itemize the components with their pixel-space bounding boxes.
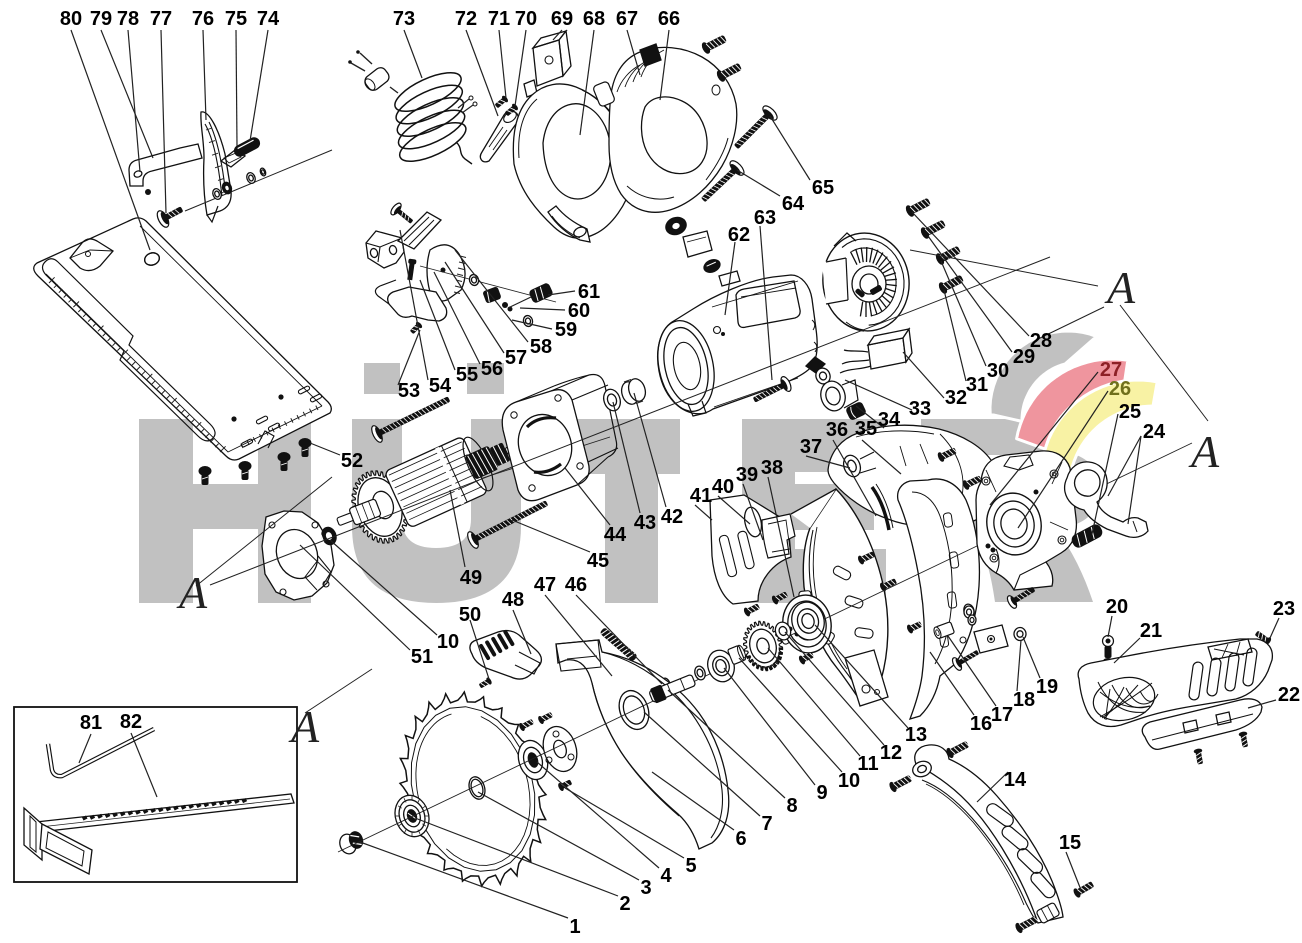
- svg-text:61: 61: [578, 281, 600, 303]
- svg-text:28: 28: [1030, 330, 1052, 352]
- svg-text:40: 40: [712, 476, 734, 498]
- svg-text:33: 33: [909, 398, 931, 420]
- svg-text:54: 54: [429, 375, 452, 397]
- svg-text:A: A: [176, 567, 208, 618]
- svg-text:A: A: [1104, 262, 1136, 313]
- svg-text:81: 81: [80, 712, 102, 734]
- svg-text:79: 79: [90, 8, 112, 30]
- svg-text:51: 51: [411, 646, 433, 668]
- svg-text:6: 6: [735, 828, 746, 850]
- svg-text:69: 69: [551, 8, 573, 30]
- svg-text:12: 12: [880, 742, 902, 764]
- svg-text:24: 24: [1143, 421, 1166, 443]
- svg-text:15: 15: [1059, 832, 1081, 854]
- svg-text:22: 22: [1278, 684, 1300, 706]
- svg-text:78: 78: [117, 8, 139, 30]
- svg-text:82: 82: [120, 711, 142, 733]
- svg-text:68: 68: [583, 8, 605, 30]
- svg-text:16: 16: [970, 713, 992, 735]
- svg-text:72: 72: [455, 8, 477, 30]
- svg-text:42: 42: [661, 506, 683, 528]
- svg-text:18: 18: [1013, 689, 1035, 711]
- svg-text:14: 14: [1004, 769, 1027, 791]
- svg-text:27: 27: [1100, 359, 1122, 381]
- svg-text:57: 57: [505, 347, 527, 369]
- svg-text:19: 19: [1036, 676, 1058, 698]
- svg-text:39: 39: [736, 464, 758, 486]
- svg-text:32: 32: [945, 387, 967, 409]
- svg-text:73: 73: [393, 8, 415, 30]
- svg-text:44: 44: [604, 524, 627, 546]
- svg-text:37: 37: [800, 436, 822, 458]
- svg-text:29: 29: [1013, 346, 1035, 368]
- svg-text:20: 20: [1106, 596, 1128, 618]
- svg-text:4: 4: [660, 865, 672, 887]
- svg-text:62: 62: [728, 224, 750, 246]
- svg-text:11: 11: [857, 753, 878, 775]
- svg-text:21: 21: [1140, 620, 1162, 642]
- svg-text:55: 55: [456, 364, 478, 386]
- svg-text:23: 23: [1273, 598, 1295, 620]
- svg-text:2: 2: [619, 893, 630, 915]
- svg-text:30: 30: [987, 360, 1009, 382]
- svg-text:67: 67: [616, 8, 638, 30]
- svg-text:63: 63: [754, 207, 776, 229]
- svg-text:45: 45: [587, 550, 609, 572]
- svg-text:60: 60: [568, 300, 590, 322]
- svg-text:50: 50: [459, 604, 481, 626]
- svg-text:58: 58: [530, 336, 552, 358]
- svg-text:7: 7: [761, 813, 772, 835]
- svg-text:46: 46: [565, 574, 587, 596]
- svg-text:66: 66: [658, 8, 680, 30]
- svg-text:43: 43: [634, 512, 656, 534]
- svg-text:53: 53: [398, 380, 420, 402]
- svg-text:80: 80: [60, 8, 82, 30]
- svg-text:A: A: [288, 701, 320, 752]
- svg-text:10: 10: [437, 631, 459, 653]
- svg-text:13: 13: [905, 724, 927, 746]
- svg-text:17: 17: [991, 704, 1013, 726]
- svg-text:76: 76: [192, 8, 214, 30]
- svg-text:1: 1: [569, 916, 580, 938]
- svg-text:64: 64: [782, 193, 805, 215]
- svg-text:35: 35: [855, 418, 877, 440]
- svg-text:38: 38: [761, 457, 783, 479]
- svg-text:10: 10: [838, 770, 860, 792]
- svg-text:74: 74: [257, 8, 280, 30]
- svg-text:70: 70: [515, 8, 537, 30]
- svg-text:41: 41: [690, 485, 712, 507]
- svg-text:65: 65: [812, 177, 834, 199]
- svg-text:36: 36: [826, 419, 848, 441]
- svg-text:9: 9: [816, 782, 827, 804]
- svg-text:3: 3: [640, 877, 651, 899]
- svg-text:31: 31: [966, 374, 988, 396]
- svg-text:59: 59: [555, 319, 577, 341]
- svg-text:75: 75: [225, 8, 247, 30]
- svg-text:49: 49: [460, 567, 482, 589]
- svg-text:48: 48: [502, 589, 524, 611]
- svg-text:56: 56: [481, 358, 503, 380]
- svg-text:71: 71: [488, 8, 510, 30]
- svg-text:47: 47: [534, 574, 556, 596]
- svg-text:52: 52: [341, 450, 363, 472]
- svg-text:8: 8: [786, 795, 797, 817]
- svg-text:77: 77: [150, 8, 172, 30]
- svg-text:26: 26: [1109, 378, 1131, 400]
- svg-text:25: 25: [1119, 401, 1141, 423]
- svg-text:A: A: [1188, 426, 1220, 477]
- svg-text:34: 34: [878, 409, 901, 431]
- svg-text:5: 5: [685, 855, 696, 877]
